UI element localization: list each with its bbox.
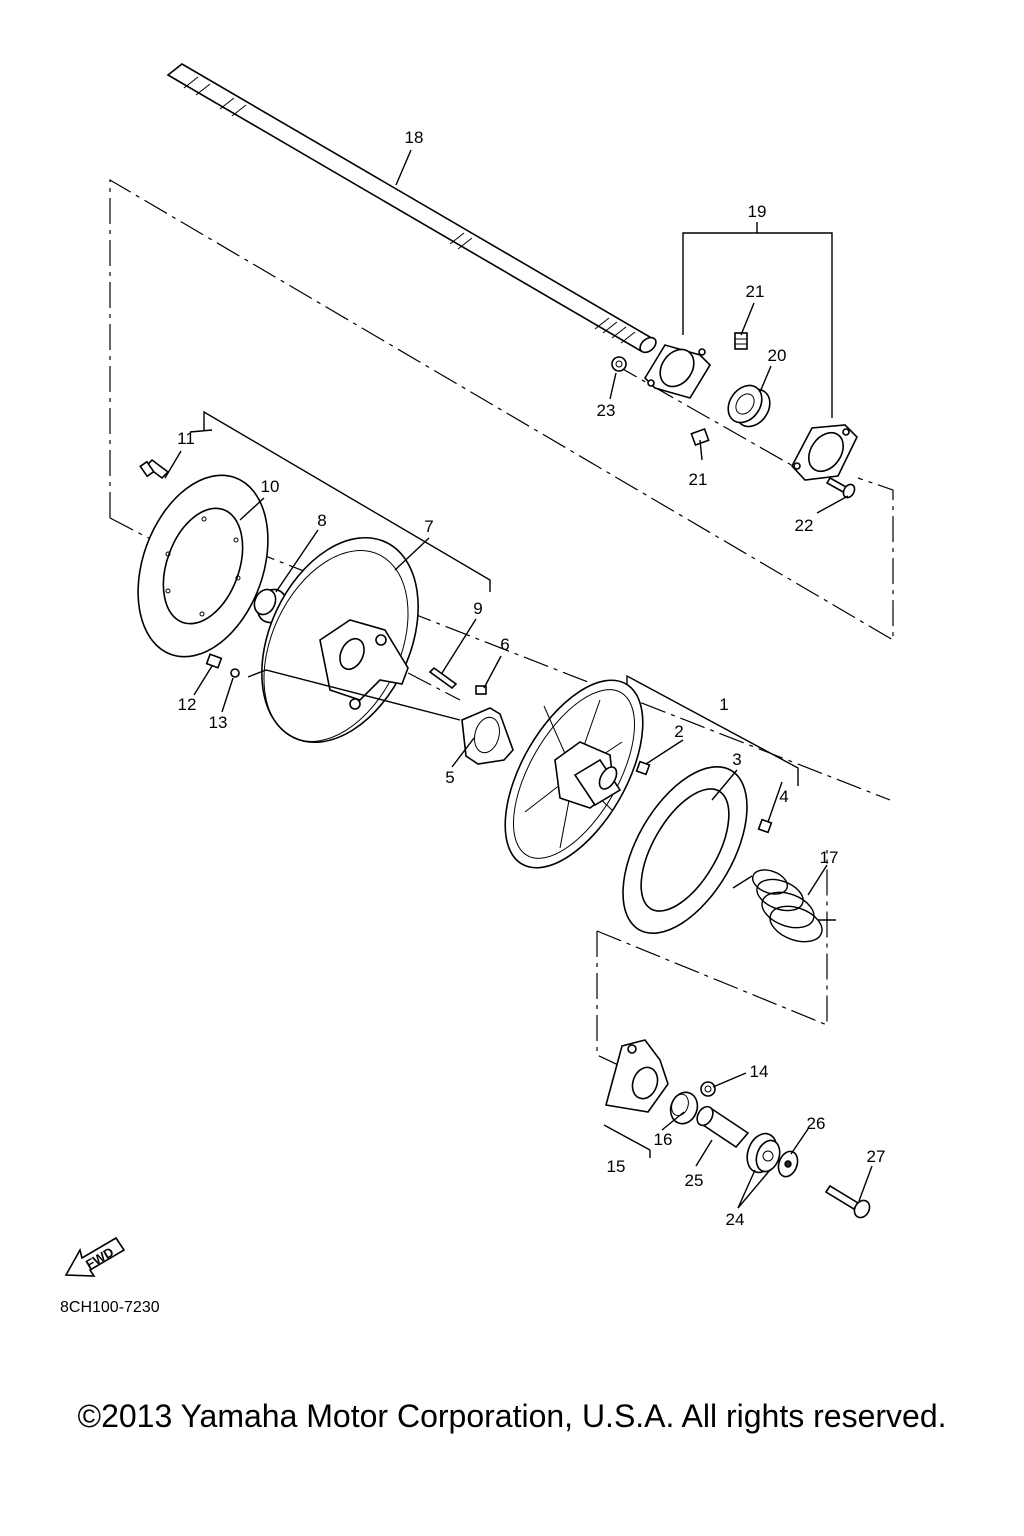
label-8: 8 bbox=[317, 511, 326, 530]
fixed-sheave-7 bbox=[261, 536, 419, 744]
screw-6 bbox=[475, 685, 487, 695]
label-21-top: 21 bbox=[746, 282, 765, 301]
collar-25 bbox=[696, 1105, 750, 1149]
label-20: 20 bbox=[768, 346, 787, 365]
bearing-housing-19 bbox=[643, 344, 858, 481]
bolt-11 bbox=[139, 458, 170, 480]
label-4: 4 bbox=[779, 787, 788, 806]
nut-23 bbox=[611, 356, 627, 372]
cam-15 bbox=[604, 1039, 669, 1113]
screw-2 bbox=[635, 760, 651, 776]
diagram-code: 8CH100-7230 bbox=[60, 1299, 160, 1316]
nut-14 bbox=[700, 1081, 716, 1097]
label-3: 3 bbox=[732, 750, 741, 769]
label-5: 5 bbox=[445, 768, 454, 787]
label-7: 7 bbox=[424, 517, 433, 536]
washer-13 bbox=[230, 668, 240, 678]
bolt-27 bbox=[824, 1184, 871, 1219]
screw-4 bbox=[757, 818, 773, 834]
label-21-bottom: 21 bbox=[689, 470, 708, 489]
shaft-18 bbox=[166, 63, 657, 354]
label-1: 1 bbox=[719, 695, 728, 714]
roller-24 bbox=[746, 1132, 781, 1174]
label-14: 14 bbox=[750, 1062, 769, 1081]
bushing-16 bbox=[669, 1091, 699, 1125]
part-labels: 18 19 21 20 23 21 22 11 10 8 7 9 6 12 13… bbox=[177, 128, 885, 1229]
label-23: 23 bbox=[597, 401, 616, 420]
label-25: 25 bbox=[685, 1171, 704, 1190]
label-24: 24 bbox=[726, 1210, 745, 1229]
label-27: 27 bbox=[867, 1147, 886, 1166]
label-17: 17 bbox=[820, 848, 839, 867]
label-11: 11 bbox=[177, 429, 195, 448]
spring-17 bbox=[732, 869, 836, 943]
label-9: 9 bbox=[473, 599, 482, 618]
label-6: 6 bbox=[500, 635, 509, 654]
fwd-arrow-icon: FWD bbox=[64, 1236, 126, 1277]
stud-9 bbox=[428, 666, 458, 690]
label-19: 19 bbox=[748, 202, 767, 221]
gasket-5 bbox=[461, 707, 514, 765]
label-2: 2 bbox=[674, 722, 683, 741]
bearing-20 bbox=[727, 384, 771, 428]
label-10: 10 bbox=[261, 477, 280, 496]
bolt-22 bbox=[825, 476, 856, 499]
label-15: 15 bbox=[607, 1157, 626, 1176]
label-16: 16 bbox=[654, 1130, 673, 1149]
label-22: 22 bbox=[795, 516, 814, 535]
label-26: 26 bbox=[807, 1114, 826, 1133]
label-13: 13 bbox=[209, 713, 228, 732]
label-18: 18 bbox=[405, 128, 424, 147]
movable-sheave-1 bbox=[504, 679, 644, 869]
plate-10 bbox=[137, 474, 269, 658]
leader-lines bbox=[164, 149, 873, 1209]
plate-3 bbox=[622, 765, 748, 935]
copyright-notice: ©2013 Yamaha Motor Corporation, U.S.A. A… bbox=[77, 1398, 947, 1434]
bolt-12 bbox=[205, 653, 223, 669]
bracket-lines bbox=[189, 222, 833, 1158]
label-12: 12 bbox=[178, 695, 197, 714]
set-screw-21 bbox=[690, 332, 748, 447]
